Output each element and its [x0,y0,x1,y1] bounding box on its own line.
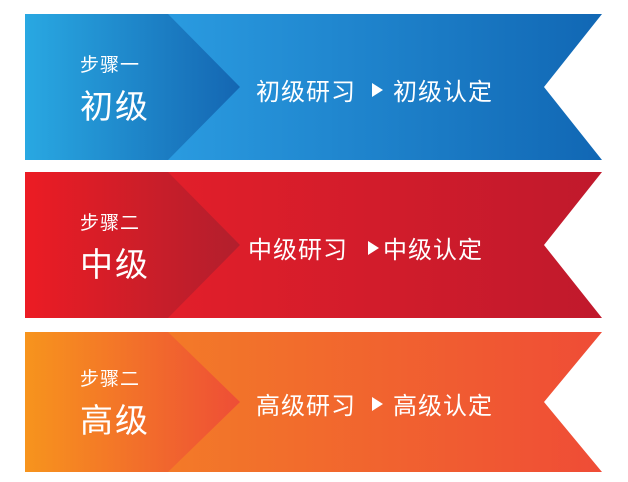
step-label-1: 步骤一 [80,54,141,76]
right-arrow-icon [372,396,383,411]
step-label-3: 步骤二 [80,368,141,390]
banner-background-1 [25,14,602,160]
training-label-2: 中级研习 [248,236,348,264]
banner-background-3 [25,332,602,472]
stage-description-3: 高级研习 高级认定 [256,386,493,421]
level-title-3: 高级 [80,401,150,440]
step-banner-3: 步骤二 高级 高级研习 高级认定 [0,332,628,472]
certification-label-3: 高级认定 [393,392,493,420]
step-chevron-1 [25,14,240,160]
step-banner-2: 步骤二 中级 中级研习 中级认定 [0,172,628,318]
banner-background-2 [25,172,602,318]
right-arrow-icon [372,82,383,97]
certification-label-2: 中级认定 [383,236,483,264]
ribbon-tail-3 [168,332,602,472]
ribbon-tail-2 [168,172,602,318]
level-title-2: 中级 [80,245,150,284]
training-label-1: 初级研习 [256,78,356,106]
step-banner-1: 步骤一 初级 初级研习 初级认定 [0,14,628,160]
ribbon-tail-1 [168,14,602,160]
step-chevron-3 [25,332,240,472]
step-chevron-2 [25,172,240,318]
stage-description-1: 初级研习 初级认定 [256,72,493,107]
stage-description-2: 中级研习 中级认定 [248,230,483,265]
step-label-2: 步骤二 [80,212,141,234]
training-label-3: 高级研习 [256,392,356,420]
right-arrow-icon [368,240,379,255]
level-title-1: 初级 [80,87,150,126]
certification-label-1: 初级认定 [393,78,493,106]
